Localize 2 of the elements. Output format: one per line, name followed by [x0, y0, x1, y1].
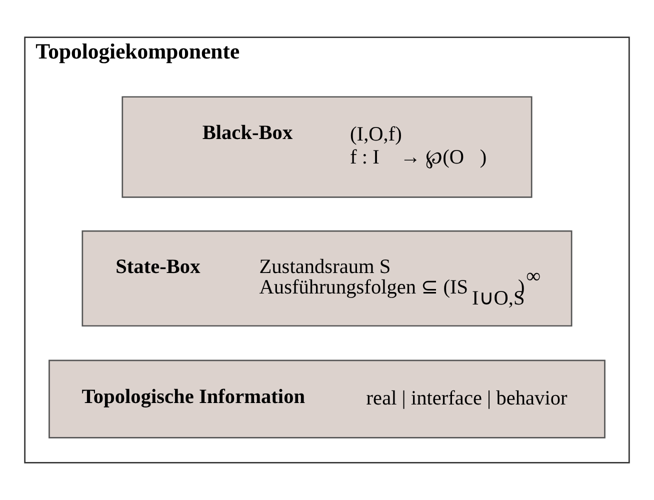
node-box: Topologische Information real | interface | behavior — [48, 360, 606, 438]
node-box: Black-Box (I,O,f) f : I⃗ → ℘(O⃗) — [122, 96, 532, 198]
